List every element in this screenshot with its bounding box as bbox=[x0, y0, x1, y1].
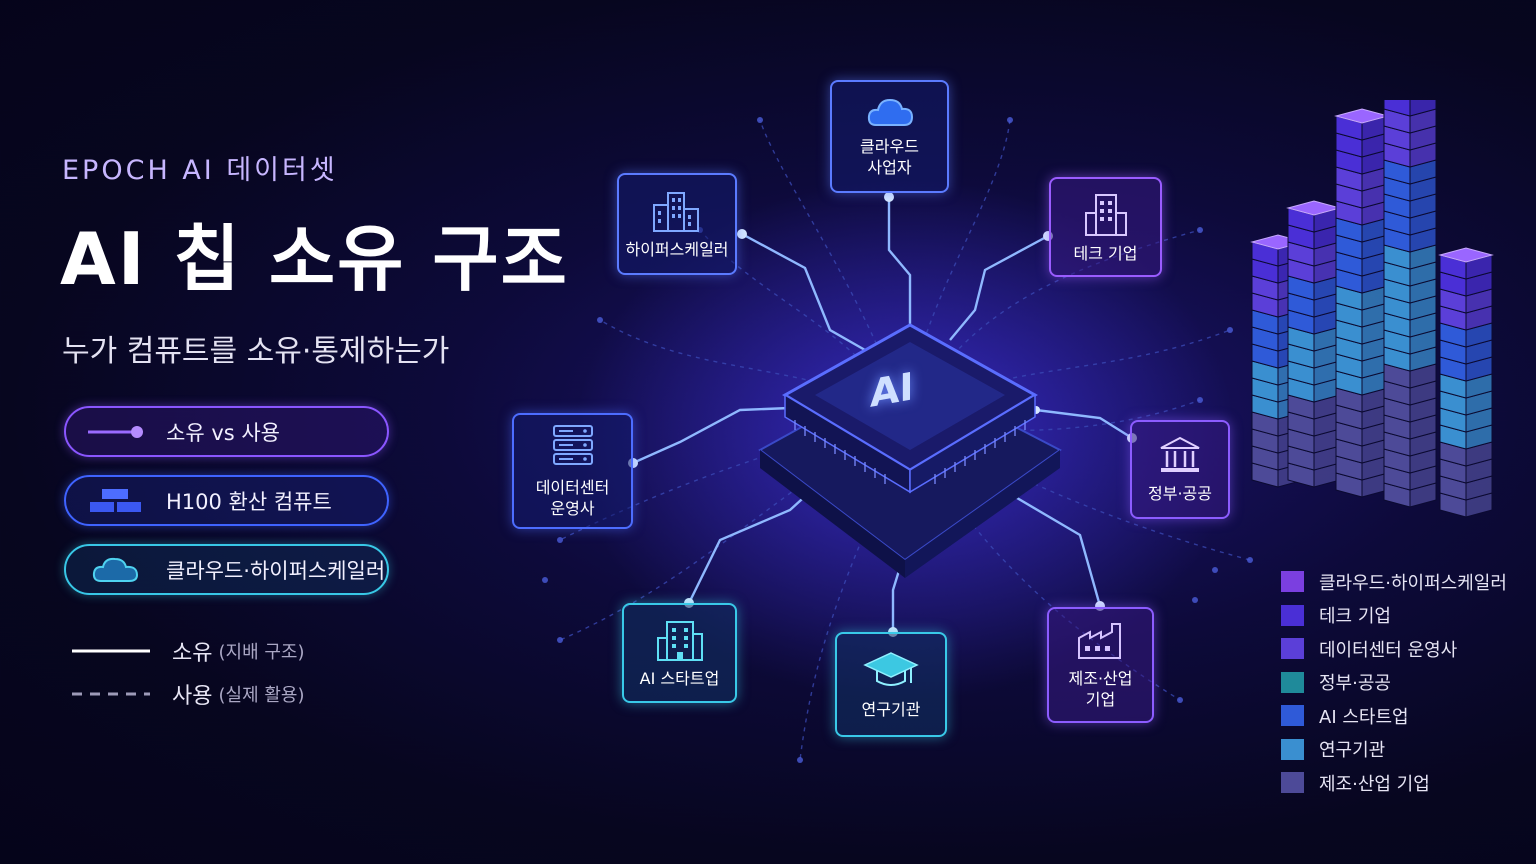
pill-cloud-hyperscaler: 클라우드·하이퍼스케일러 bbox=[64, 544, 389, 595]
building-icon bbox=[1084, 193, 1127, 236]
ai-chip bbox=[782, 323, 1038, 494]
legend-item-label: 연구기관 bbox=[1319, 740, 1386, 762]
legend-usage-label: 사용 bbox=[172, 684, 213, 709]
legend-swatch bbox=[1281, 705, 1304, 727]
node-label: 테크 기업 bbox=[1073, 243, 1138, 263]
buildings-icon bbox=[653, 191, 699, 232]
legend-item: 클라우드·하이퍼스케일러 bbox=[1281, 565, 1507, 599]
node-label: 클라우드 사업자 bbox=[860, 136, 919, 177]
legend-item: 테크 기업 bbox=[1281, 599, 1507, 633]
legend-swatch bbox=[1281, 772, 1304, 794]
legend-ownership-note: (지배 구조) bbox=[218, 642, 305, 663]
factory-icon bbox=[1077, 623, 1121, 659]
legend-ownership: 소유 (지배 구조) bbox=[72, 635, 305, 667]
node-label: 하이퍼스케일러 bbox=[625, 239, 729, 259]
pill-label: 소유 vs 사용 bbox=[166, 420, 280, 445]
legend-usage: 사용 (실제 활용) bbox=[72, 678, 305, 710]
legend-item: 데이터센터 운영사 bbox=[1281, 632, 1507, 666]
pill-label: H100 환산 컴퓨트 bbox=[166, 489, 332, 514]
chip-label: AI bbox=[870, 364, 914, 416]
node-research-institute: 연구기관 bbox=[835, 632, 947, 737]
legend-item: AI 스타트업 bbox=[1281, 699, 1507, 733]
legend-swatch bbox=[1281, 738, 1304, 760]
legend-swatch bbox=[1281, 604, 1304, 626]
legend-item: 연구기관 bbox=[1281, 733, 1507, 767]
category-legend: 클라우드·하이퍼스케일러 테크 기업 데이터센터 운영사 정부·공공 AI 스타… bbox=[1281, 565, 1507, 800]
stacked-bars-graphic bbox=[1250, 100, 1494, 518]
legend-ownership-label: 소유 bbox=[172, 641, 213, 666]
legend-usage-note: (실제 활용) bbox=[218, 685, 305, 706]
legend-item-label: 제조·산업 기업 bbox=[1319, 773, 1430, 795]
node-label: 데이터센터 운영사 bbox=[535, 478, 610, 518]
legend-swatch bbox=[1281, 571, 1304, 593]
legend-item: 제조·산업 기업 bbox=[1281, 766, 1507, 800]
node-government: 정부·공공 bbox=[1130, 420, 1230, 519]
pill-h100-compute: H100 환산 컴퓨트 bbox=[64, 475, 389, 526]
node-label: 제조·산업 기업 bbox=[1068, 669, 1133, 709]
legend-swatch bbox=[1281, 638, 1304, 660]
node-tech-company: 테크 기업 bbox=[1049, 177, 1162, 277]
node-label: 정부·공공 bbox=[1148, 484, 1212, 503]
node-label: 연구기관 bbox=[861, 700, 921, 719]
eyebrow: EPOCH AI 데이터셋 bbox=[62, 155, 338, 186]
pill-ownership-vs-use: 소유 vs 사용 bbox=[64, 406, 389, 457]
cloud-icon bbox=[66, 555, 166, 585]
legend-swatch bbox=[1281, 671, 1304, 693]
pill-label: 클라우드·하이퍼스케일러 bbox=[166, 558, 386, 583]
office-building-icon bbox=[656, 620, 703, 661]
legend-item-label: 정부·공공 bbox=[1319, 673, 1391, 695]
legend-item-label: 테크 기업 bbox=[1319, 606, 1391, 628]
legend-item-label: 클라우드·하이퍼스케일러 bbox=[1319, 572, 1507, 594]
line-dot-icon bbox=[66, 424, 166, 440]
subtitle: 누가 컴퓨트를 소유·통제하는가 bbox=[62, 334, 450, 369]
solid-line-icon bbox=[72, 649, 150, 653]
node-ai-startup: AI 스타트업 bbox=[622, 603, 737, 703]
bar-cap bbox=[1438, 247, 1494, 263]
blocks-icon bbox=[66, 487, 166, 515]
node-datacenter-operator: 데이터센터 운영사 bbox=[512, 413, 633, 529]
node-cloud-provider: 클라우드 사업자 bbox=[830, 80, 949, 193]
government-building-icon bbox=[1160, 436, 1200, 472]
legend-item: 정부·공공 bbox=[1281, 666, 1507, 700]
bar-segment-side bbox=[1409, 100, 1437, 117]
legend-item-label: AI 스타트업 bbox=[1319, 706, 1409, 728]
node-hyperscaler: 하이퍼스케일러 bbox=[617, 173, 737, 275]
cloud-icon bbox=[867, 98, 913, 126]
legend-item-label: 데이터센터 운영사 bbox=[1319, 639, 1458, 661]
page-title: AI 칩 소유 구조 bbox=[60, 217, 569, 301]
server-icon bbox=[552, 425, 593, 465]
dashed-line-icon bbox=[72, 692, 150, 696]
node-industry-company: 제조·산업 기업 bbox=[1047, 607, 1154, 723]
node-label: AI 스타트업 bbox=[639, 668, 720, 688]
graduation-cap-icon bbox=[863, 652, 919, 686]
